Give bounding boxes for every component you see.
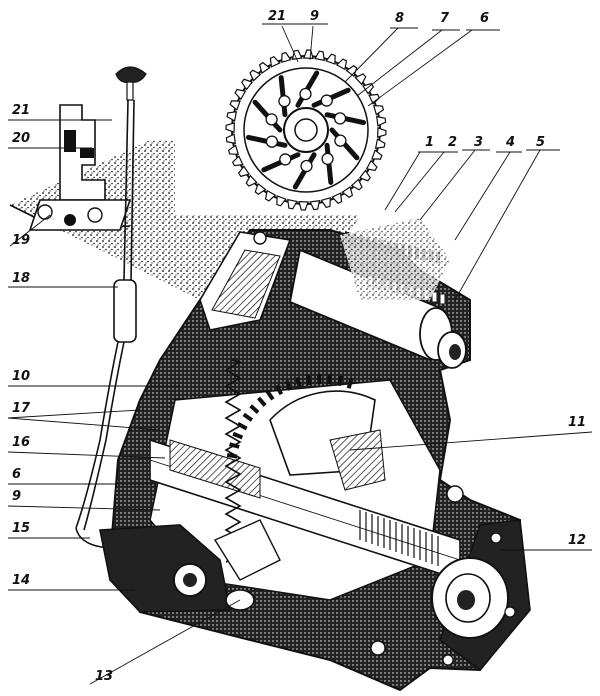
callout-20: 20 bbox=[12, 131, 30, 146]
callout-19: 19 bbox=[12, 233, 30, 248]
callout-18: 18 bbox=[12, 271, 30, 286]
freewheel-rollers bbox=[265, 87, 347, 173]
callout-12: 12 bbox=[568, 533, 586, 548]
callout-14: 14 bbox=[12, 573, 30, 588]
callout-16: 16 bbox=[12, 435, 30, 450]
lower-left-cover bbox=[99, 519, 281, 613]
callout-8: 8 bbox=[395, 11, 404, 26]
callout-21: 21 bbox=[12, 103, 30, 118]
callout-9-top: 9 bbox=[310, 9, 319, 24]
output-flange bbox=[431, 519, 531, 672]
housing-bolts bbox=[253, 231, 464, 656]
leader-lines bbox=[7, 23, 593, 685]
callout-7: 7 bbox=[440, 11, 450, 26]
freewheel-detail-inset bbox=[225, 49, 387, 211]
callout-10-top: 21 bbox=[268, 9, 286, 24]
callout-5: 5 bbox=[536, 135, 545, 150]
gear-teeth bbox=[225, 49, 387, 211]
callout-15: 15 bbox=[12, 521, 30, 536]
selector-bracket bbox=[28, 104, 132, 231]
callout-1: 1 bbox=[425, 135, 434, 150]
callout-17: 17 bbox=[12, 401, 31, 416]
callout-2: 2 bbox=[448, 135, 457, 150]
shaft-splines bbox=[359, 510, 439, 566]
callout-6-top: 6 bbox=[480, 11, 489, 26]
upper-shaft-assembly bbox=[288, 218, 467, 369]
callout-6-left: 6 bbox=[12, 467, 21, 482]
callout-13: 13 bbox=[95, 669, 113, 684]
selector-spring bbox=[224, 359, 243, 563]
callout-10-left: 10 bbox=[12, 369, 30, 384]
main-shaft bbox=[149, 438, 461, 582]
callout-labels: 21 9 8 7 6 1 2 3 4 5 21 20 19 18 10 17 1… bbox=[12, 9, 586, 684]
callout-9-left: 9 bbox=[12, 489, 21, 504]
callout-3: 3 bbox=[474, 135, 483, 150]
callout-4: 4 bbox=[505, 135, 515, 150]
intermediate-gear-teeth bbox=[226, 373, 354, 459]
callout-11: 11 bbox=[568, 415, 586, 430]
intermediate-gear bbox=[226, 373, 386, 491]
